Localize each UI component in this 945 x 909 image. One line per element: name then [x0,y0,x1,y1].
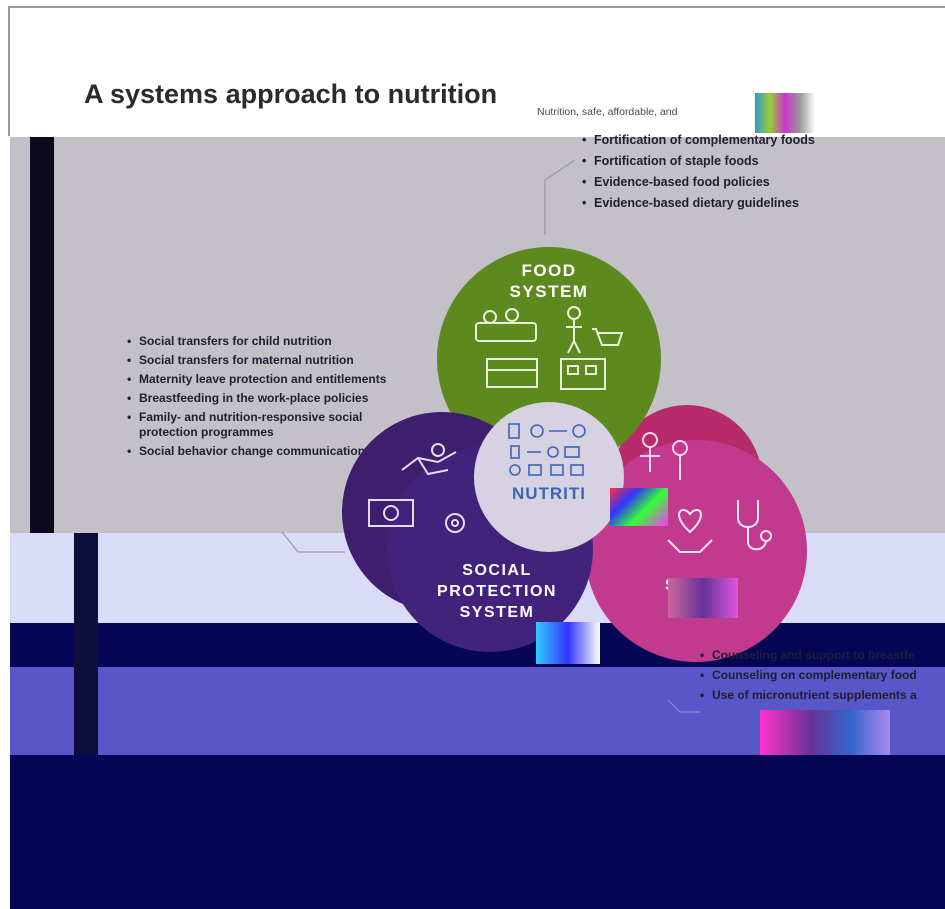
list-item: Counseling and support to breastfe [700,645,945,665]
food-truck-icon [486,358,538,388]
nutrition-items-icon [508,423,586,476]
hand-giving-icon [401,443,457,476]
health-system-list: Counseling and support to breastfe Couns… [700,645,945,705]
frame-top-border [8,6,945,8]
health-workers-icon [640,432,688,480]
gear-icon [445,513,465,533]
glitch-artifact [536,622,600,664]
list-item: Evidence-based dietary guidelines [582,193,902,214]
food-basket-icon [475,308,537,342]
glitch-band-navy-bottom [10,755,945,909]
frame-left-border [8,6,10,136]
page-title: A systems approach to nutrition [84,79,498,109]
social-protection-list: Social transfers for child nutrition Soc… [127,334,392,463]
list-item: Fortification of complementary foods [582,130,902,151]
stethoscope-icon [737,500,772,551]
food-top-line: Nutrition, safe, affordable, and [537,106,678,118]
food-system-label: FOOD SYSTEM [509,261,589,301]
list-item: Breastfeeding in the work-place policies [127,391,392,406]
glitch-artifact [668,578,738,618]
glitch-artifact [755,93,815,133]
grocery-icon [560,358,606,390]
list-item: Family- and nutrition-responsive social … [127,410,392,440]
vertical-bar-lower [74,533,98,755]
shopper-cart-icon [566,306,624,354]
glitch-artifact [760,710,890,755]
list-item: Social transfers for maternal nutrition [127,353,392,368]
list-item: Maternity leave protection and entitleme… [127,372,392,387]
list-item: Fortification of staple foods [582,151,902,172]
nutrition-label: NUTRITI [511,484,587,503]
list-item: Counseling on complementary food [700,665,945,685]
money-icon [368,499,414,527]
food-system-list: Fortification of complementary foods For… [582,130,902,214]
social-protection-label: SOCIAL PROTECTION SYSTEM [437,562,557,621]
list-item: Evidence-based food policies [582,172,902,193]
list-item: Social behavior change communication [127,444,392,459]
vertical-bar [30,137,54,533]
list-item: Social transfers for child nutrition [127,334,392,349]
care-hands-icon [667,509,713,553]
nutrition-circle [474,402,624,552]
list-item: Use of micronutrient supplements a [700,685,945,705]
glitch-artifact [610,488,668,526]
